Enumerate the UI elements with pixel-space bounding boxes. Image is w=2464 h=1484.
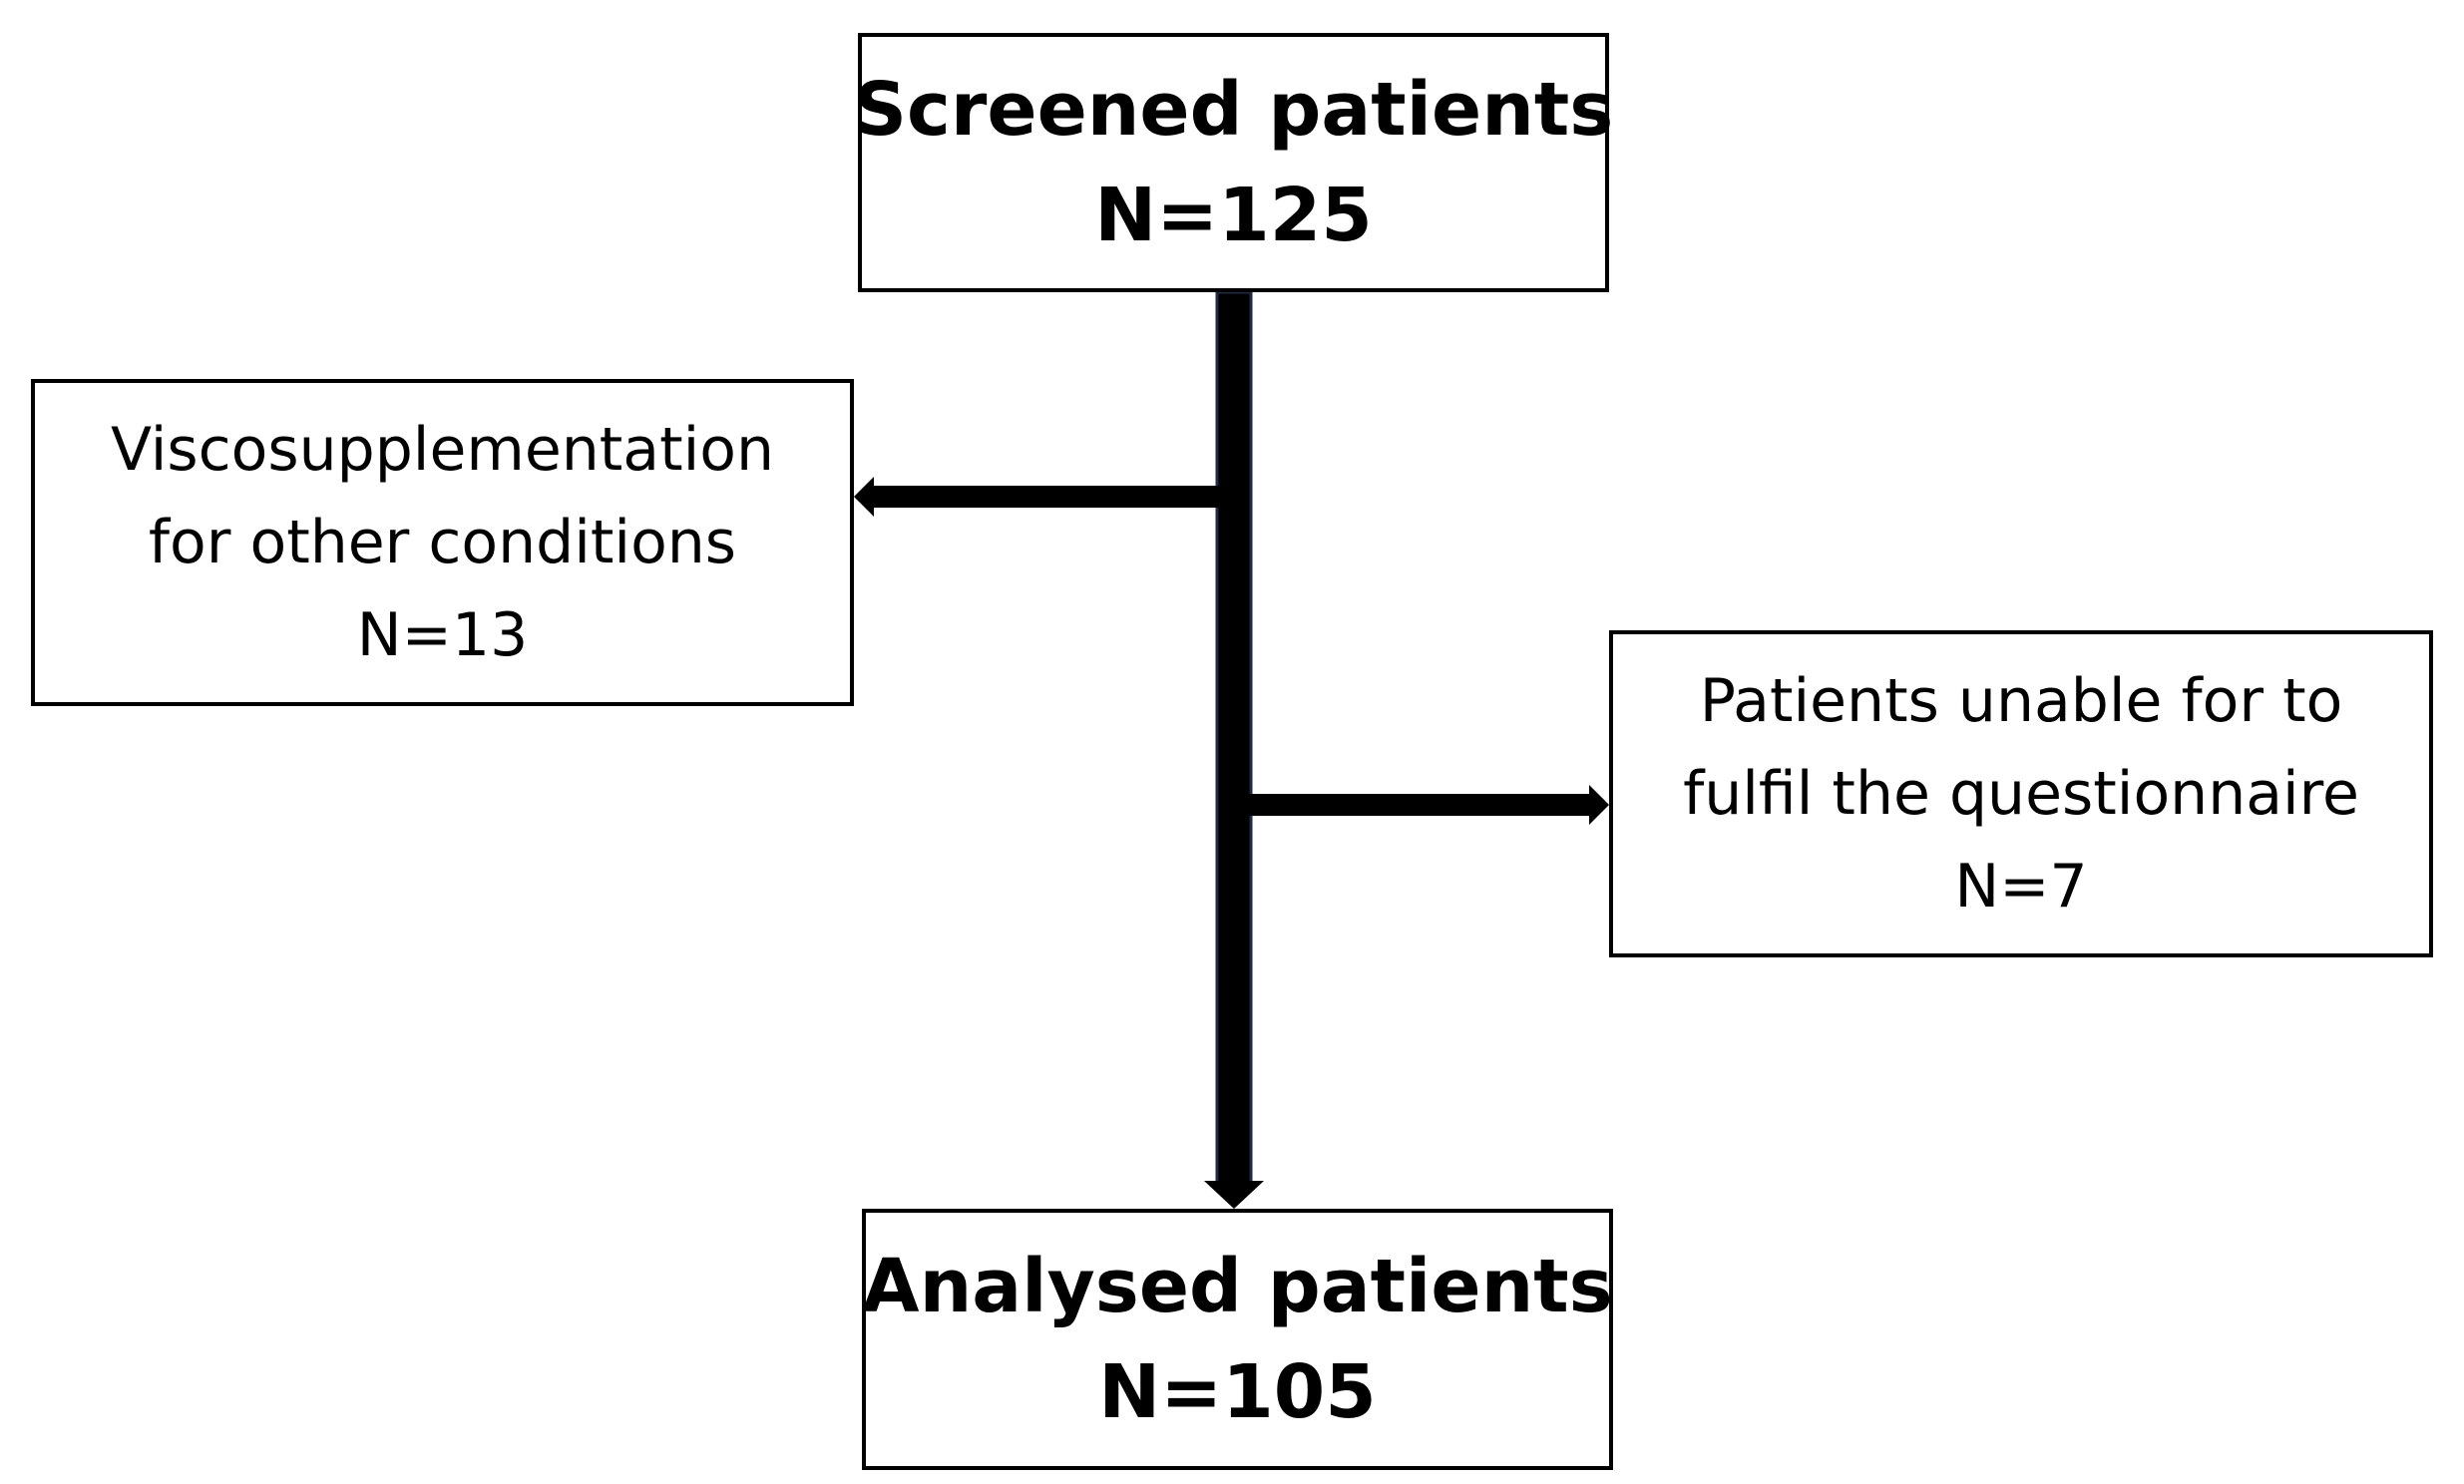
- arrowhead-to-analysed: [1204, 1181, 1264, 1209]
- trunk-line: [1215, 290, 1253, 1185]
- screened-title: Screened patients: [853, 67, 1614, 153]
- arrowhead-to-questionnaire: [1589, 785, 1609, 825]
- branch-right-line: [1237, 794, 1591, 816]
- screened-patients-box: Screened patients N=125: [854, 33, 1613, 292]
- branch-left-line: [871, 486, 1232, 508]
- other-conditions-line-2: for other conditions: [148, 507, 737, 577]
- questionnaire-line-2: fulfil the questionnaire: [1683, 758, 2359, 829]
- other-conditions-line-1: Viscosupplementation: [110, 414, 774, 485]
- questionnaire-unable-box: Patients unable for to fulfil the questi…: [1609, 630, 2433, 957]
- questionnaire-line-1: Patients unable for to: [1699, 665, 2343, 736]
- analysed-patients-box: Analysed patients N=105: [862, 1209, 1613, 1470]
- questionnaire-count: N=7: [1954, 851, 2088, 922]
- arrowhead-to-other-conditions: [854, 477, 874, 517]
- analysed-title: Analysed patients: [862, 1244, 1613, 1329]
- other-conditions-count: N=13: [356, 599, 529, 670]
- analysed-count: N=105: [1098, 1349, 1377, 1435]
- other-conditions-box: Viscosupplementation for other condition…: [31, 379, 854, 706]
- screened-count: N=125: [1094, 173, 1373, 258]
